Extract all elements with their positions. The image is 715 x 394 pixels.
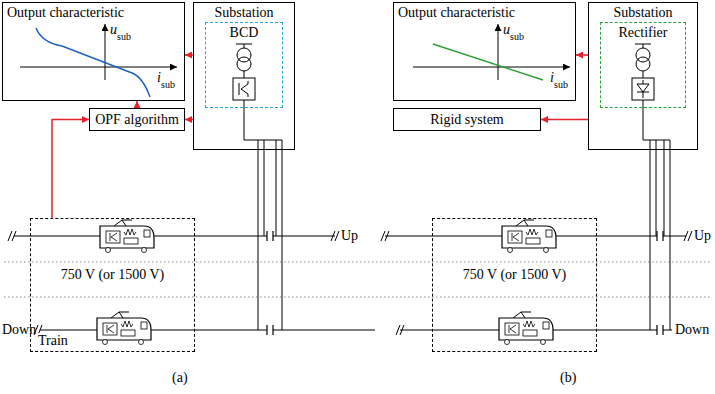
substation-symbol-a [237,48,251,62]
signal-arrow [185,119,193,121]
algorithm-box: OPF algorithm [89,108,185,131]
substation-symbol-b [637,80,649,98]
substation-symbol-a [236,44,252,48]
node-title: Substation [613,5,672,21]
plot-axes [498,24,499,80]
section-insulators [267,231,663,335]
node-title: OPF algorithm [95,111,179,127]
train-group: 750 V (or 1500 V) Train [30,218,195,352]
track-dividers [4,262,711,297]
substation-symbol-a [258,140,282,330]
node-title: 750 V (or 1500 V) [461,267,568,283]
substation-box: BCD Substation [193,2,295,150]
axis-subscript: sub [161,79,175,91]
section-insulators [267,325,273,335]
feeder-lines [40,329,375,330]
substation-symbol-a [237,57,251,71]
plot-axes [413,67,570,68]
substation-symbol-a [239,81,248,97]
node-title: Rigid system [430,111,504,127]
node-title: Rectifier [619,25,668,41]
substation-symbol-b [636,57,650,71]
section-insulators [657,327,663,333]
substation-box: Rectifier Substation [588,2,698,150]
line-break-marks [331,231,339,241]
signal-arrow [541,119,588,121]
plot-axes [20,24,570,80]
substation-symbol-b [643,100,670,140]
plot-axes [20,67,177,68]
line-break-marks [684,231,692,241]
line-break-marks [8,231,16,241]
substation-symbol-b [650,140,670,330]
substation-symbol-b [632,78,654,100]
trains [100,220,154,253]
feeder-lines [14,236,686,330]
node-title: 750 V (or 1500 V) [59,267,166,283]
plot-axes [105,24,106,80]
line-label: Up [694,228,711,244]
substation-symbol-a [233,78,255,100]
panel-label: (b) [560,370,576,386]
line-label: Down [675,322,709,338]
axis-subscript: sub [510,31,524,43]
axis-label: u [110,22,117,38]
axis-subscript: sub [117,31,131,43]
track-dividers [4,262,711,263]
feeder-lines [14,235,335,236]
axis-label: u [503,22,510,38]
trains [97,312,151,345]
line-label: Up [341,228,358,244]
signal-arrow [136,101,138,108]
section-insulators [267,231,273,241]
system-box: Rigid system [393,108,541,131]
rectifier-characteristic-line [433,44,543,80]
node-title: Substation [214,5,273,21]
line-label: Down [2,322,36,338]
axis-label: i [550,70,554,86]
node-note: Train [36,333,70,349]
section-insulators [267,233,273,239]
bcd-characteristic-curve [36,28,150,97]
substation-symbol-b [635,44,651,48]
track-dividers [4,297,711,298]
characteristic-panel: Output characteristic [393,2,576,101]
trains [502,220,556,253]
substation-symbol-a [244,71,245,78]
section-insulators [657,233,663,239]
axis-label: i [157,70,161,86]
substation-symbol-b [643,71,644,78]
substation-symbol-b [636,48,650,62]
converter-box: BCD [205,22,283,108]
node-title: Output characteristic [398,5,515,21]
panel-label: (a) [172,370,188,386]
line-break-marks [396,325,404,335]
signal-arrow [185,54,193,56]
section-insulators [267,327,273,333]
signal-arrow [576,54,588,56]
train-group: 750 V (or 1500 V) [432,218,597,352]
trains [499,312,553,345]
section-insulators [657,325,663,335]
characteristic-panel: Output characteristic [2,2,185,101]
substation-symbol-a [233,44,282,330]
substation-symbol-b [632,44,670,330]
section-insulators [657,231,663,241]
rectifier-box: Rectifier [600,22,686,108]
axis-subscript: sub [554,79,568,91]
node-title: Output characteristic [7,5,124,21]
node-title: BCD [230,25,259,41]
signal-arrow [52,120,89,219]
line-break-marks [381,231,389,241]
substation-symbol-a [244,100,282,140]
